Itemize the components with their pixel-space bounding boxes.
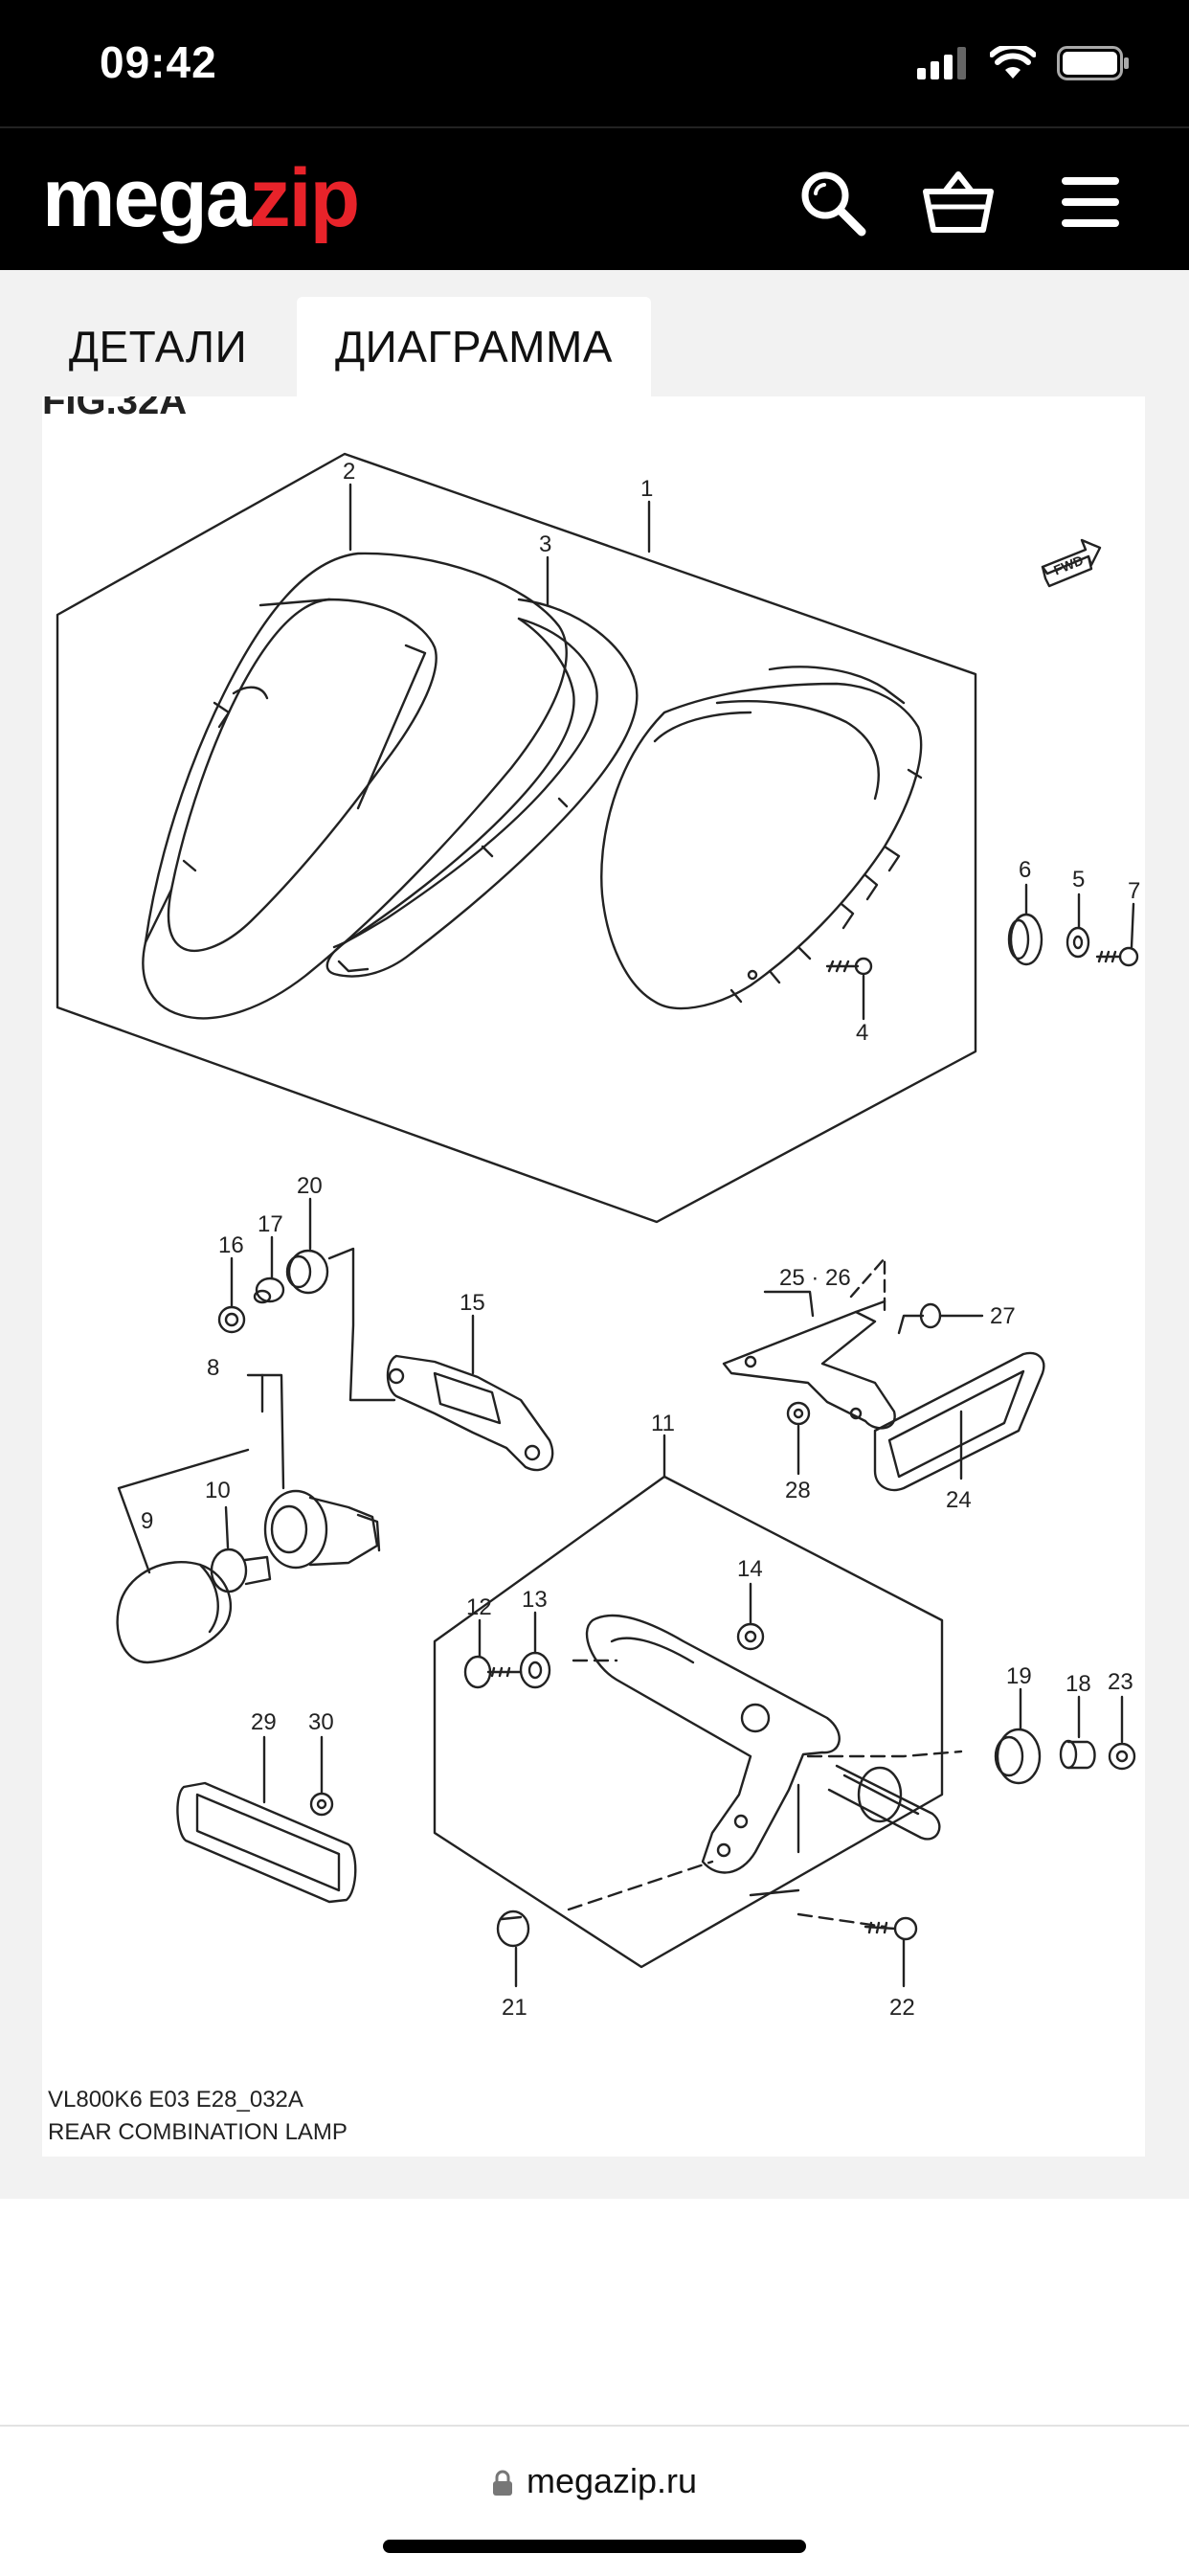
part-23-nut (1108, 1695, 1136, 1771)
part-22-bolt (864, 1916, 918, 1988)
part-5-washer (1066, 893, 1090, 959)
callout-2[interactable]: 2 (343, 459, 355, 485)
part-2-lamp-frame (142, 483, 568, 1020)
battery-icon (1057, 46, 1129, 80)
callout-7[interactable]: 7 (1128, 878, 1140, 904)
diagram-name: REAR COMBINATION LAMP (48, 2119, 348, 2145)
part-license-bracket (567, 1614, 963, 1929)
url-display[interactable]: megazip.ru (0, 2461, 1189, 2501)
part-9-lens (116, 1448, 250, 1664)
callout-29[interactable]: 29 (251, 1709, 277, 1735)
logo-text-mega: mega (42, 152, 252, 244)
menu-button[interactable] (1053, 165, 1128, 239)
megazip-logo[interactable]: megazip (42, 151, 360, 246)
callout-24[interactable]: 24 (946, 1487, 972, 1513)
tab-details[interactable]: ДЕТАЛИ (68, 322, 248, 372)
part-10-bulb (210, 1505, 272, 1593)
part-13-washer (519, 1611, 551, 1689)
search-button[interactable] (795, 165, 869, 239)
callout-1[interactable]: 1 (640, 476, 653, 502)
callout-15[interactable]: 15 (460, 1290, 485, 1316)
diagram-code: VL800K6 E03 E28_032A (48, 2087, 303, 2113)
callout-27[interactable]: 27 (990, 1303, 1016, 1329)
part-17-collar (253, 1235, 285, 1304)
fig-title: FIG.32A (42, 396, 187, 422)
part-18-collar (1059, 1695, 1096, 1770)
part-7-screw (1095, 902, 1139, 967)
callout-30[interactable]: 30 (308, 1709, 334, 1735)
callout-6[interactable]: 6 (1019, 857, 1031, 883)
part-25-26-bracket (722, 1256, 896, 1430)
callout-4[interactable]: 4 (856, 1020, 868, 1046)
part-19-grommet (994, 1687, 1042, 1785)
callout-23[interactable]: 23 (1108, 1669, 1133, 1695)
browser-url-bar[interactable]: megazip.ru (0, 2425, 1189, 2576)
wifi-icon (990, 46, 1036, 79)
callout-19[interactable]: 19 (1006, 1663, 1032, 1689)
cart-icon (923, 171, 994, 233)
parts-diagram-svg: FIG.32A (42, 396, 1140, 2145)
signal-icon (917, 47, 966, 79)
callout-10[interactable]: 10 (205, 1478, 231, 1503)
callout-28[interactable]: 28 (785, 1478, 811, 1503)
callout-21[interactable]: 21 (502, 1995, 527, 2021)
assembly-box-lamp (56, 452, 977, 1224)
status-icons (917, 46, 1130, 80)
part-8-socket (246, 1373, 381, 1570)
part-lens-housing (600, 666, 923, 1010)
page-blank-area (0, 2199, 1189, 2425)
assembly-box-plate (433, 1475, 944, 1969)
part-12-bolt (463, 1618, 523, 1689)
callout-5[interactable]: 5 (1072, 867, 1085, 893)
part-21-cap (496, 1909, 530, 1988)
callout-22[interactable]: 22 (889, 1995, 915, 2021)
part-29-reflector (176, 1735, 357, 1904)
part-20-grommet (285, 1197, 396, 1402)
part-3-gasket (325, 555, 639, 978)
part-30-nut (309, 1735, 334, 1817)
logo-text-zip: zip (249, 152, 360, 244)
search-icon (801, 171, 866, 237)
part-16-nut (217, 1256, 246, 1334)
part-4-screw (825, 957, 873, 1021)
callout-18[interactable]: 18 (1066, 1671, 1091, 1697)
callout-8[interactable]: 8 (207, 1355, 219, 1381)
callout-9[interactable]: 9 (141, 1508, 153, 1534)
url-text: megazip.ru (526, 2461, 698, 2500)
callout-13[interactable]: 13 (522, 1587, 548, 1613)
callout-14[interactable]: 14 (737, 1556, 763, 1582)
fwd-arrow-icon: FWD (1041, 538, 1102, 588)
part-28-nut (786, 1401, 811, 1476)
app-header: megazip (0, 126, 1189, 272)
part-27-screw (897, 1302, 984, 1335)
part-14-nut (736, 1582, 765, 1651)
callout-12[interactable]: 12 (466, 1594, 492, 1620)
callout-20[interactable]: 20 (297, 1173, 323, 1199)
lock-icon (492, 2470, 512, 2496)
tab-bar: ДЕТАЛИ ДИАГРАММА (0, 270, 1189, 396)
part-6-grommet (1007, 883, 1043, 966)
home-indicator[interactable] (383, 2540, 806, 2553)
cart-button[interactable] (921, 165, 996, 239)
callout-17[interactable]: 17 (258, 1211, 283, 1237)
callout-16[interactable]: 16 (218, 1232, 244, 1258)
parts-diagram[interactable]: FIG.32A (42, 396, 1145, 2157)
callout-25-26[interactable]: 25 · 26 (779, 1265, 851, 1291)
tab-diagram[interactable]: ДИАГРАММА (297, 297, 651, 396)
menu-icon (1062, 177, 1119, 227)
content-area: FIG.32A (0, 396, 1189, 2199)
status-time: 09:42 (100, 37, 217, 87)
status-bar: 09:42 (0, 0, 1189, 126)
callout-11[interactable]: 11 (651, 1411, 675, 1436)
callout-3[interactable]: 3 (539, 531, 551, 557)
part-15-bracket (386, 1314, 554, 1472)
part-24-reflector (873, 1351, 1045, 1492)
